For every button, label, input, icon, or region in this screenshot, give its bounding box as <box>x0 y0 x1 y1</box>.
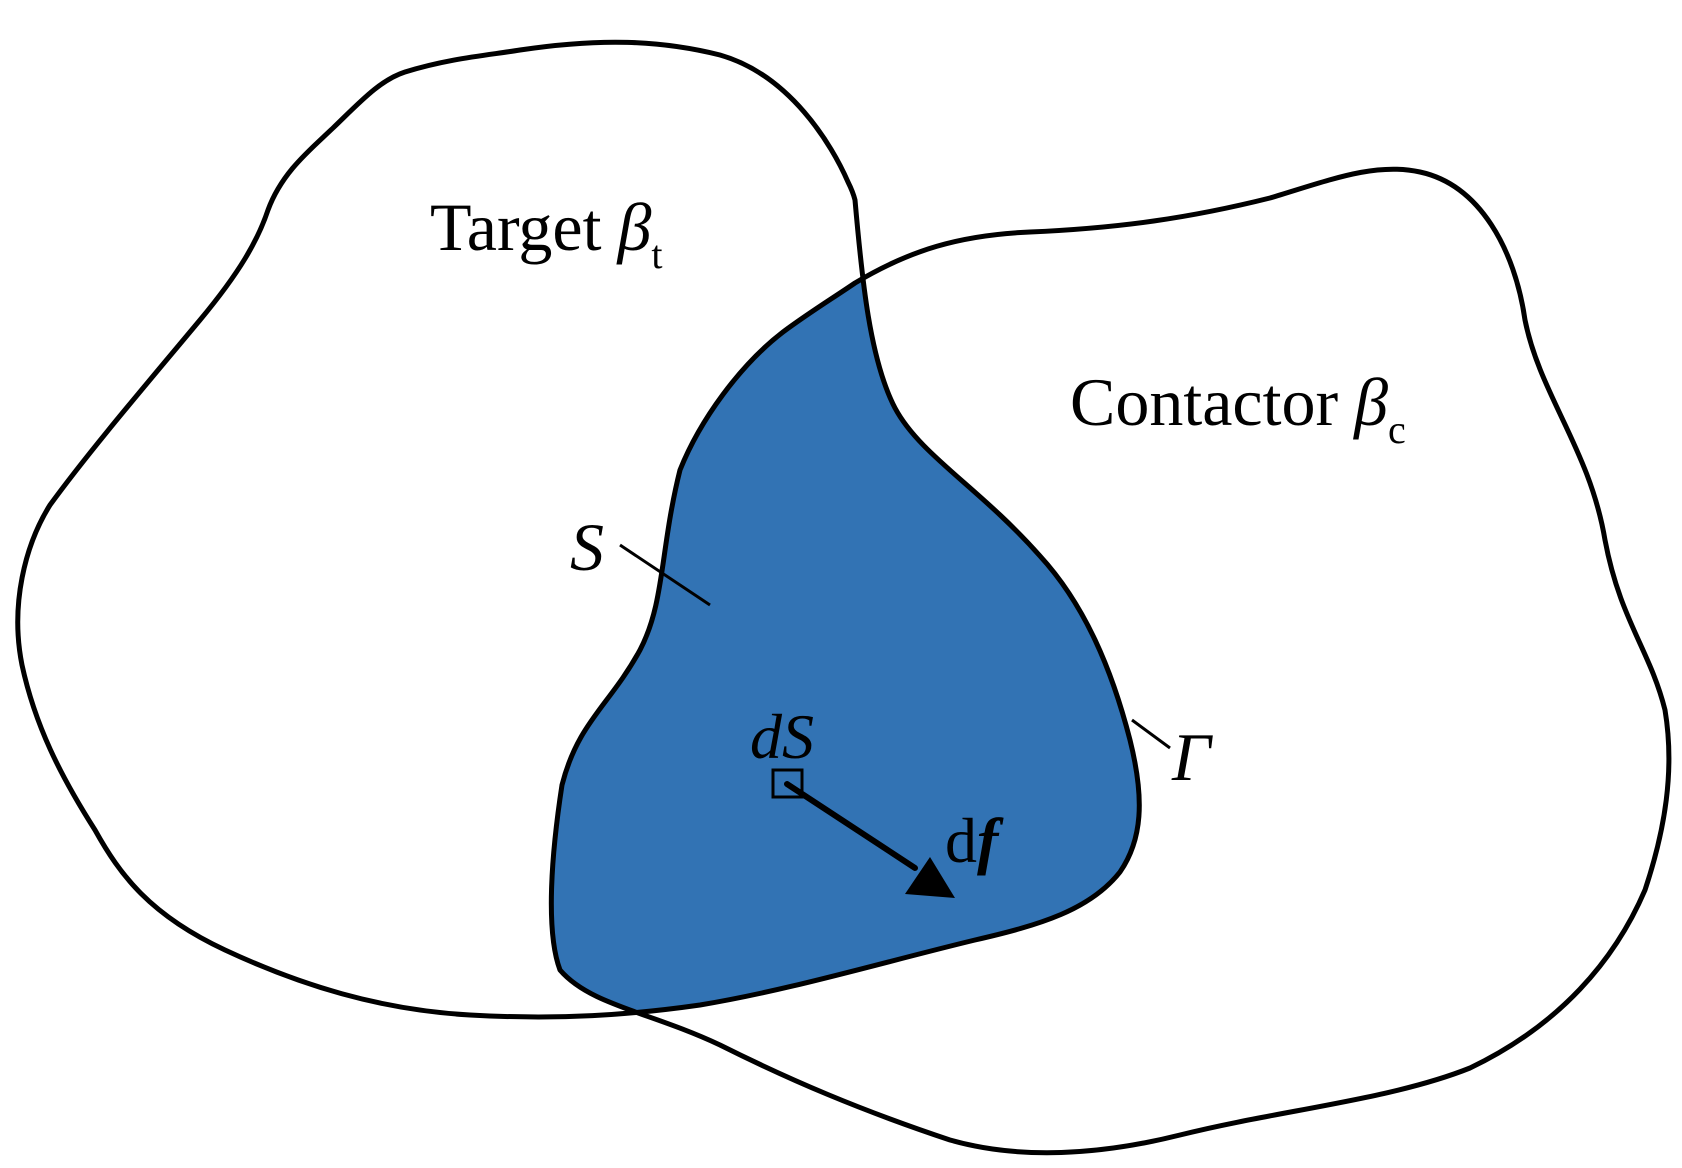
force-arrow-head <box>905 857 955 898</box>
boundary-label: Γ <box>1171 719 1213 795</box>
target-body-outline <box>15 39 1142 1020</box>
overlap-region-label: S <box>570 509 604 585</box>
target-word: Target <box>430 189 602 265</box>
contactor-symbol: β <box>1352 364 1388 440</box>
force-d: d <box>945 805 977 876</box>
area-element-label: dS <box>750 701 814 772</box>
area-element-square <box>771 768 804 799</box>
force-label: df <box>945 805 1004 876</box>
boundary-leader-line <box>1131 718 1171 750</box>
overlap-leader-line <box>619 543 711 607</box>
force-arrow-shaft <box>784 781 918 871</box>
target-subscript: t <box>651 232 662 277</box>
contactor-body-outline <box>548 166 1672 1156</box>
contactor-subscript: c <box>1388 407 1406 452</box>
contactor-word: Contactor <box>1070 364 1339 440</box>
target-symbol: β <box>615 189 651 265</box>
